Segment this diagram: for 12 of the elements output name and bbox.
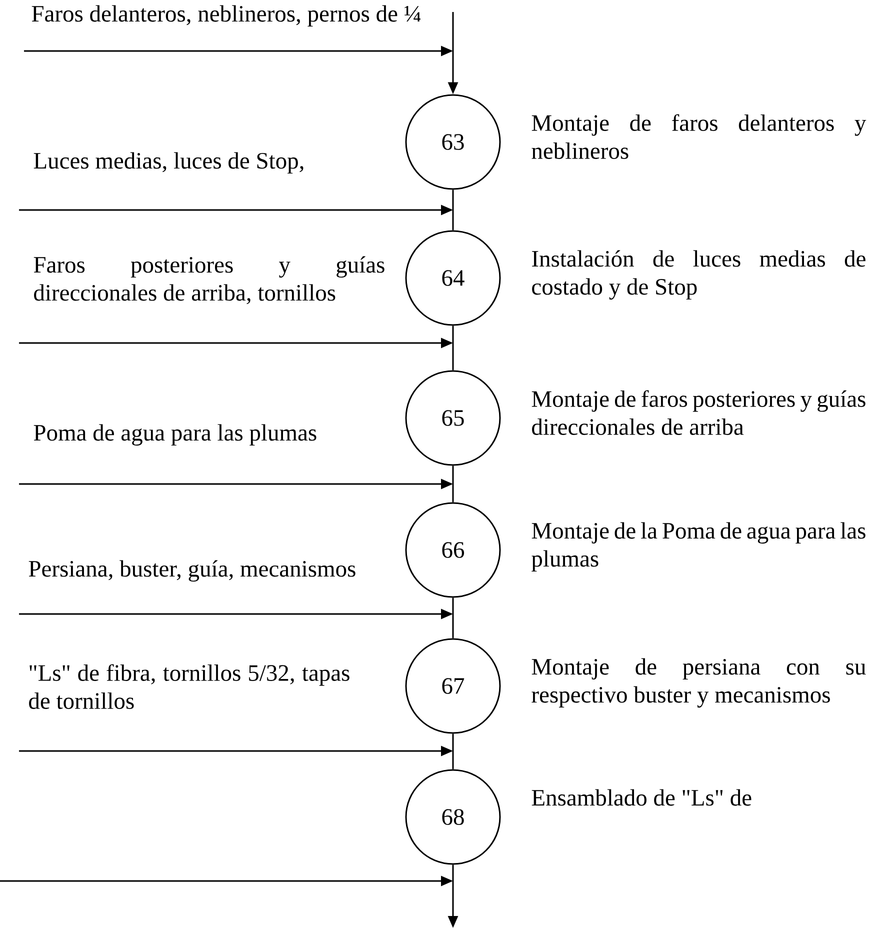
step-description: Montaje de la Poma de agua para las plumas: [532, 522, 866, 572]
step-description: Montaje de persiana con su respectivo buster y mecanismos: [532, 658, 866, 708]
step-description: Montaje de faros posteriores y guías direccionales de arriba: [532, 390, 866, 435]
step-description: Ensamblado de "Ls" de: [532, 789, 752, 806]
edge-label: "Ls" de fibra, tornillos 5/32, tapas de tornillos: [29, 664, 350, 709]
edge-label: Faros delanteros, neblineros, pernos de ¼: [32, 5, 420, 26]
edge-label: Faros posteriores y guías direccionales de arriba, tornillos: [34, 256, 384, 304]
edge-label: Persiana, buster, guía, mecanismos: [28, 560, 356, 582]
step-description: Instalación de luces medias de costado y de Stop: [532, 250, 866, 300]
step-description: Montaje de faros delanteros y neblineros: [532, 114, 866, 159]
edge-label: Luces medias, luces de Stop,: [34, 152, 304, 174]
edge-label: Poma de agua para las plumas: [34, 424, 316, 446]
